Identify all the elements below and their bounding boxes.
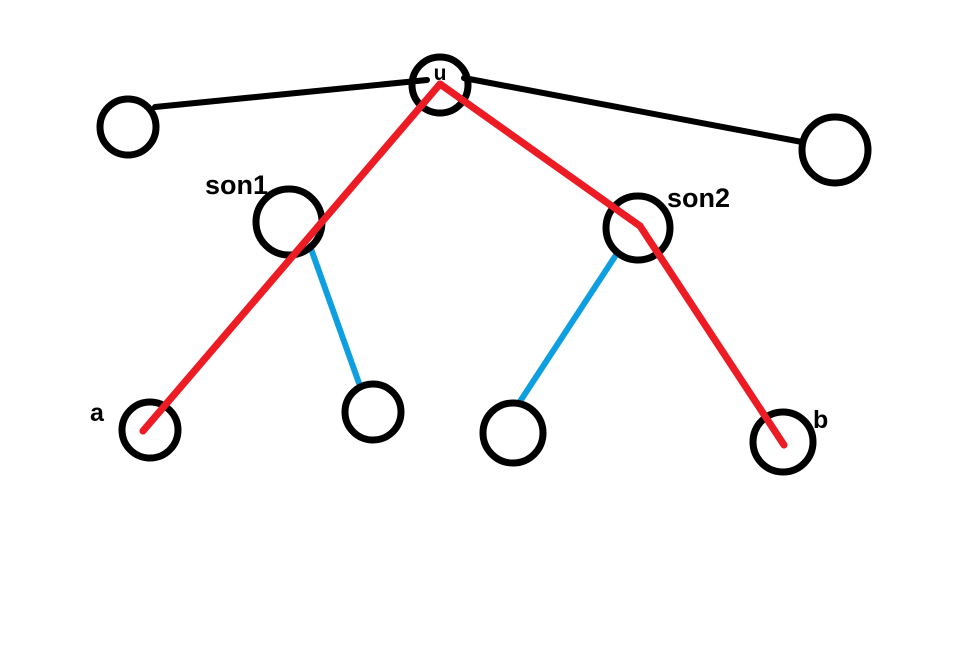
- node-son2[interactable]: [602, 192, 674, 264]
- blue-edge-son2-to-leaf: [516, 252, 619, 406]
- node-left-sibling[interactable]: [96, 95, 160, 159]
- node-b[interactable]: [749, 408, 817, 476]
- label-son1: son1: [205, 170, 268, 200]
- label-b: b: [813, 406, 828, 434]
- label-a: a: [90, 399, 105, 427]
- edge-u-to-right-sibling: [461, 75, 805, 145]
- label-son2: son2: [667, 183, 730, 213]
- red-path-son2-to-b-overlay: [636, 222, 788, 449]
- node-leaf2[interactable]: [341, 380, 405, 444]
- node-u[interactable]: [408, 53, 472, 117]
- label-u: u: [434, 62, 447, 85]
- node-right-sibling[interactable]: [798, 113, 872, 187]
- blue-edge-son1-to-leaf: [307, 243, 363, 389]
- edge-u-to-left-sibling: [152, 77, 430, 110]
- red-path-u-to-son2-overlay: [436, 80, 644, 230]
- red-path-u-to-a-overlay: [139, 80, 444, 435]
- node-leaf3[interactable]: [479, 399, 547, 467]
- node-a[interactable]: [118, 398, 182, 462]
